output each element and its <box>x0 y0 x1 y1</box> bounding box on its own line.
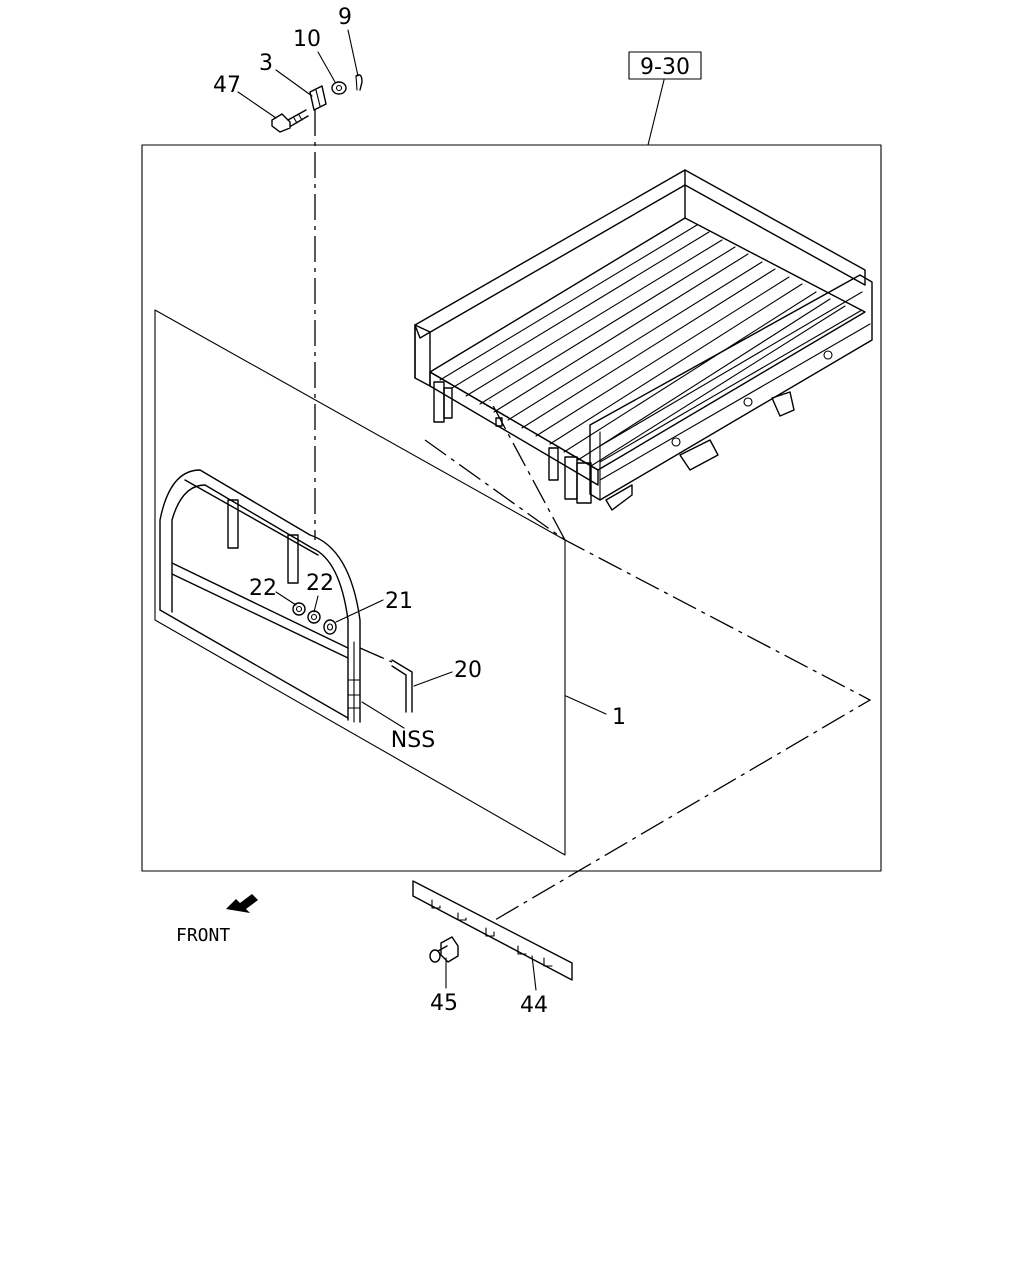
reference-box[interactable]: 9-30 <box>628 51 702 146</box>
pin-20[interactable] <box>359 647 413 713</box>
reference-box-label: 9-30 <box>640 55 690 80</box>
callout-22b[interactable]: 22 <box>306 571 334 596</box>
nut-22a[interactable] <box>292 602 306 616</box>
truck-tray[interactable] <box>414 169 873 511</box>
callout-1[interactable]: 1 <box>612 705 626 730</box>
nut-10[interactable] <box>331 81 347 95</box>
assembly-frame <box>141 144 882 872</box>
leader-body-line <box>424 439 872 921</box>
callout-21[interactable]: 21 <box>385 589 413 614</box>
callout-45[interactable]: 45 <box>430 991 458 1016</box>
callout-47[interactable]: 47 <box>213 73 241 98</box>
callout-leaders <box>237 29 607 991</box>
mudflap-strip-44[interactable] <box>412 880 573 981</box>
front-arrow-icon <box>226 894 258 913</box>
nss-label: NSS <box>391 728 435 753</box>
cotter-pin-9[interactable] <box>355 74 363 91</box>
nut-22b[interactable] <box>307 610 321 624</box>
callout-3[interactable]: 3 <box>259 51 273 76</box>
callout-9[interactable]: 9 <box>338 5 352 30</box>
callout-44[interactable]: 44 <box>520 993 548 1018</box>
callout-10[interactable]: 10 <box>293 27 321 52</box>
callout-20[interactable]: 20 <box>454 658 482 683</box>
bracket-3[interactable] <box>309 85 327 111</box>
bolt-45[interactable] <box>429 936 459 963</box>
headboard-plane <box>154 309 566 856</box>
bolt-47[interactable] <box>271 109 309 133</box>
headboard-frame[interactable] <box>159 469 361 723</box>
front-label: FRONT <box>176 925 230 946</box>
washer-21[interactable] <box>323 619 337 635</box>
callout-22a[interactable]: 22 <box>249 576 277 601</box>
